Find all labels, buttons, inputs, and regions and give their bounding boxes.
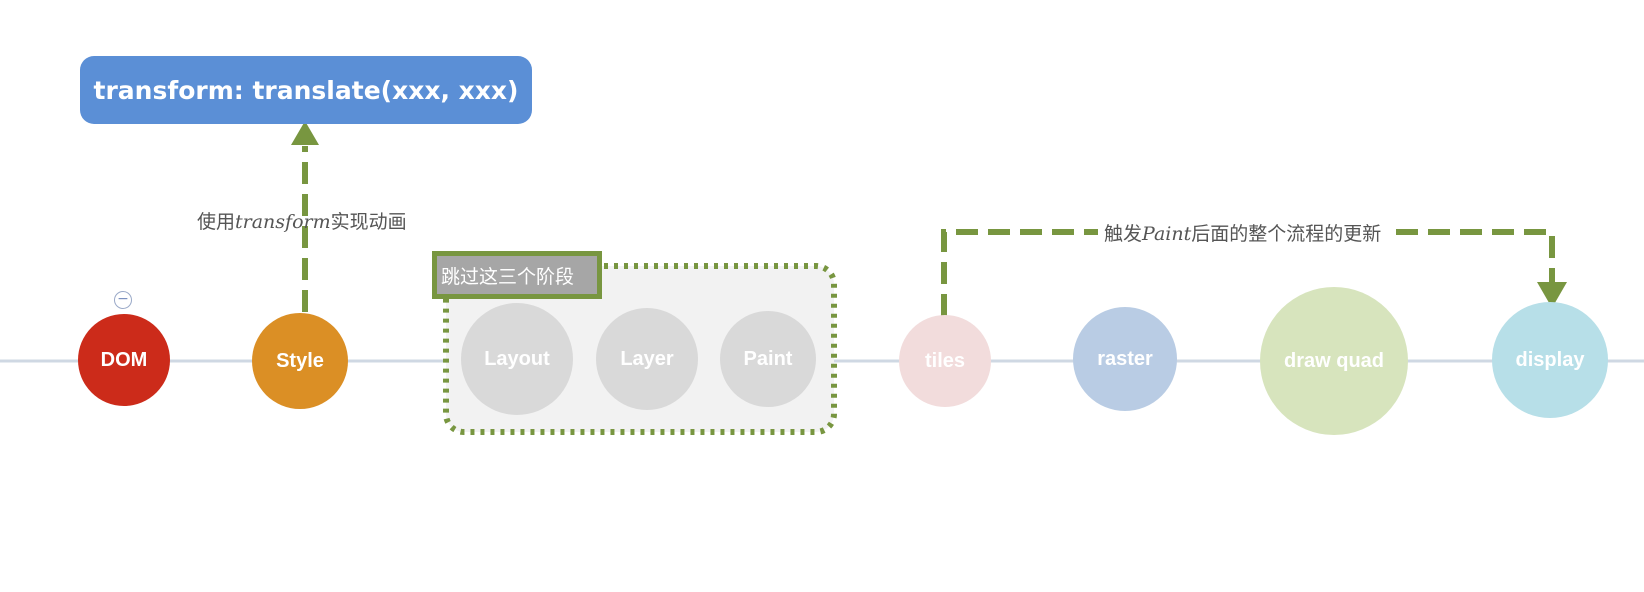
node-tiles-label: tiles [924,350,966,372]
node-paint-label: Paint [743,348,793,370]
node-layout-label: Layout [484,348,550,370]
node-dom-label: DOM [100,349,148,371]
transform-caption-prefix: 使用 [197,211,236,233]
arrow-head-up [291,121,319,145]
skip-group-label-text: 跳过这三个阶段 [441,265,575,288]
trigger-caption-italic: Paint [1142,223,1192,245]
node-layer-label: Layer [620,348,674,370]
node-style-label: Style [276,350,324,372]
node-display-label: display [1515,349,1585,371]
node-paint: Paint [720,311,816,407]
trigger-caption-suffix: 后面的整个流程的更新 [1191,223,1382,245]
trigger-caption-prefix: 触发 [1104,223,1143,245]
node-layout: Layout [461,303,573,415]
trigger-path-right [1396,229,1555,285]
node-raster-label: raster [1097,348,1153,370]
transform-caption-italic: transform [235,211,331,233]
arrow-head-down [1537,282,1567,308]
transform-caption-suffix: 实现动画 [330,211,407,233]
node-draw-quad-label: draw quad [1283,350,1384,372]
transform-box-text: transform: translate(xxx, xxx) [93,75,519,105]
node-tiles: tiles [899,315,991,407]
trigger-caption: 触发Paint后面的整个流程的更新 [1100,219,1386,246]
trigger-path [941,229,1098,316]
transform-box: transform: translate(xxx, xxx) [80,56,532,124]
skip-group-label: 跳过这三个阶段 [432,251,602,299]
transform-caption: 使用transform实现动画 [197,207,407,234]
node-style: Style [252,313,348,409]
collapse-minus-icon[interactable]: − [114,291,132,309]
node-draw-quad: draw quad [1260,287,1408,435]
node-dom: DOM [78,314,170,406]
node-display: display [1492,302,1608,418]
node-layer: Layer [596,308,698,410]
node-raster: raster [1073,307,1177,411]
